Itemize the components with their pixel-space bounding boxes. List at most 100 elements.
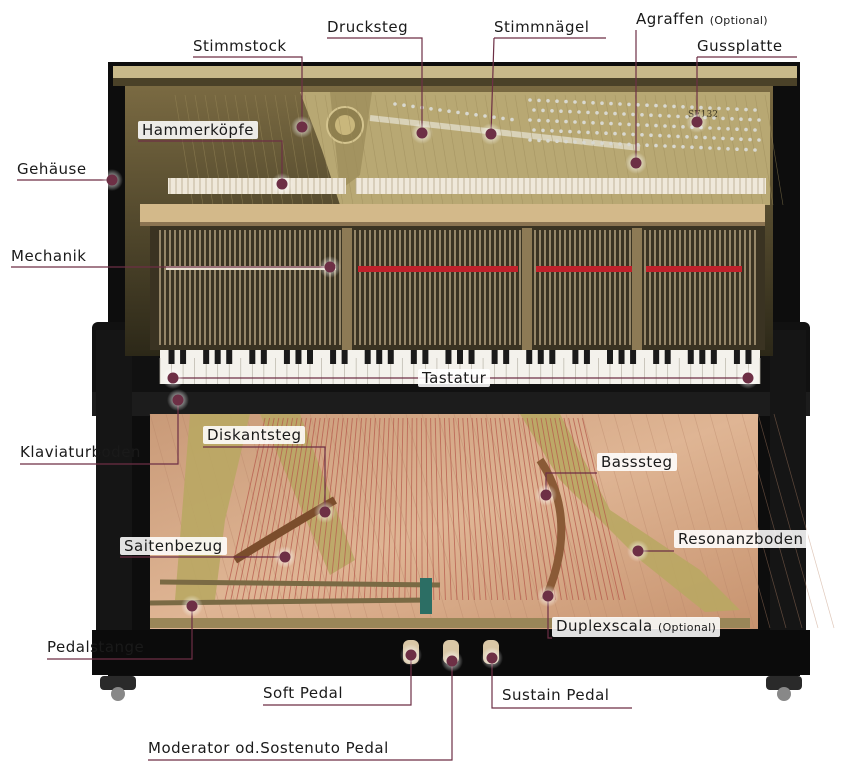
tuning-pin bbox=[537, 138, 541, 143]
lower-string bbox=[549, 417, 586, 601]
lower-string bbox=[480, 417, 499, 601]
black-key bbox=[630, 350, 637, 364]
tuning-pin bbox=[573, 140, 577, 144]
tuning-pin bbox=[667, 134, 671, 138]
tuning-pin bbox=[636, 123, 640, 127]
label-sustain-pedal: Sustain Pedal bbox=[502, 686, 610, 704]
tuning-pin bbox=[573, 100, 577, 104]
tuning-pin bbox=[649, 133, 653, 137]
tuning-pin bbox=[726, 107, 730, 111]
tuning-pin bbox=[645, 143, 649, 147]
lower-string bbox=[259, 417, 294, 601]
black-key bbox=[572, 350, 579, 364]
tuning-pin bbox=[676, 114, 680, 119]
black-key bbox=[537, 350, 544, 364]
leader-stimmstock bbox=[193, 56, 303, 127]
tuning-pin bbox=[685, 135, 689, 139]
label-klaviaturboden: Klaviaturboden bbox=[20, 443, 141, 461]
label-mechanik: Mechanik bbox=[11, 247, 87, 265]
label-stimmstock: Stimmstock bbox=[193, 37, 287, 55]
tuning-pin bbox=[640, 133, 644, 137]
tuning-pin bbox=[537, 118, 541, 123]
tuning-pin bbox=[600, 141, 604, 145]
black-key bbox=[376, 350, 383, 364]
tuning-pin bbox=[456, 110, 460, 115]
black-key bbox=[249, 350, 256, 364]
marker-pedalstange bbox=[186, 600, 198, 612]
tuning-pin bbox=[708, 146, 712, 150]
leader-klaviaturboden bbox=[20, 400, 179, 465]
tuning-pin bbox=[658, 113, 662, 118]
tuning-pin bbox=[730, 137, 734, 141]
label-gehaeuse: Gehäuse bbox=[17, 160, 87, 178]
lower-interior bbox=[149, 413, 835, 629]
marker-mechanik bbox=[324, 261, 336, 273]
tuning-pin bbox=[663, 144, 667, 148]
tuning-pin bbox=[654, 103, 658, 108]
grain-line bbox=[629, 413, 691, 629]
tuning-pin bbox=[717, 106, 721, 111]
lower-string bbox=[236, 417, 275, 601]
lower-string bbox=[375, 417, 386, 601]
tuning-pin bbox=[591, 141, 595, 145]
grain-line bbox=[389, 413, 451, 629]
tuning-pin bbox=[753, 128, 757, 132]
lower-string bbox=[466, 417, 481, 601]
tuning-pin bbox=[676, 134, 680, 139]
lower-string bbox=[352, 417, 367, 601]
callout-markers bbox=[101, 111, 759, 672]
tuning-pin bbox=[582, 120, 586, 125]
marker-sustain-pedal bbox=[486, 652, 498, 664]
lower-string bbox=[276, 417, 307, 601]
hammer-heads bbox=[169, 178, 765, 194]
lower-string bbox=[363, 417, 376, 601]
black-key bbox=[330, 350, 337, 364]
tuning-pin bbox=[613, 131, 617, 136]
marker-tastatur-2 bbox=[742, 372, 754, 384]
leader-diskantsteg bbox=[203, 446, 326, 512]
black-key bbox=[422, 350, 429, 364]
tuning-pin bbox=[577, 110, 581, 114]
black-key bbox=[710, 350, 717, 364]
tuning-pin bbox=[636, 143, 640, 147]
label-agraffen: Agraffen (Optional) bbox=[636, 10, 768, 30]
tuning-pin bbox=[708, 106, 712, 110]
tuning-pin bbox=[631, 112, 635, 117]
marker-saitenbezug bbox=[279, 551, 291, 563]
lower-string bbox=[282, 417, 312, 601]
leader-moderator bbox=[148, 661, 453, 761]
action-parts bbox=[159, 230, 756, 345]
lower-string bbox=[369, 417, 381, 601]
tuning-pin bbox=[717, 126, 721, 131]
tuning-pin bbox=[474, 113, 478, 117]
tuning-pin bbox=[712, 136, 716, 140]
black-key bbox=[457, 350, 463, 364]
marker-moderator bbox=[446, 655, 458, 667]
tuning-pin bbox=[699, 105, 703, 110]
lower-string bbox=[420, 417, 423, 601]
tuning-pin bbox=[726, 127, 730, 131]
top-rail bbox=[113, 66, 797, 86]
lower-string bbox=[558, 417, 597, 601]
label-duplexscala: Duplexscala (Optional) bbox=[552, 617, 721, 637]
tuning-pin bbox=[703, 135, 707, 140]
tuning-pin bbox=[447, 109, 451, 113]
tuning-pin bbox=[654, 123, 658, 128]
black-key bbox=[180, 350, 187, 364]
lower-string bbox=[568, 417, 609, 601]
grain-line bbox=[725, 413, 787, 629]
black-key bbox=[699, 350, 706, 364]
grain-line bbox=[405, 413, 467, 629]
label-duplexscala-optional: (Optional) bbox=[657, 621, 717, 634]
tuning-pin bbox=[591, 121, 595, 125]
marker-basssteg bbox=[540, 489, 552, 501]
label-duplexscala-text: Duplexscala bbox=[556, 617, 653, 635]
lower-string bbox=[357, 417, 372, 601]
label-gussplatte: Gussplatte bbox=[697, 37, 783, 55]
tuning-pin bbox=[564, 119, 568, 124]
marker-drucksteg bbox=[416, 127, 428, 139]
tuning-pin bbox=[717, 146, 721, 151]
grain-line bbox=[693, 413, 755, 629]
tuning-pin bbox=[730, 117, 734, 121]
